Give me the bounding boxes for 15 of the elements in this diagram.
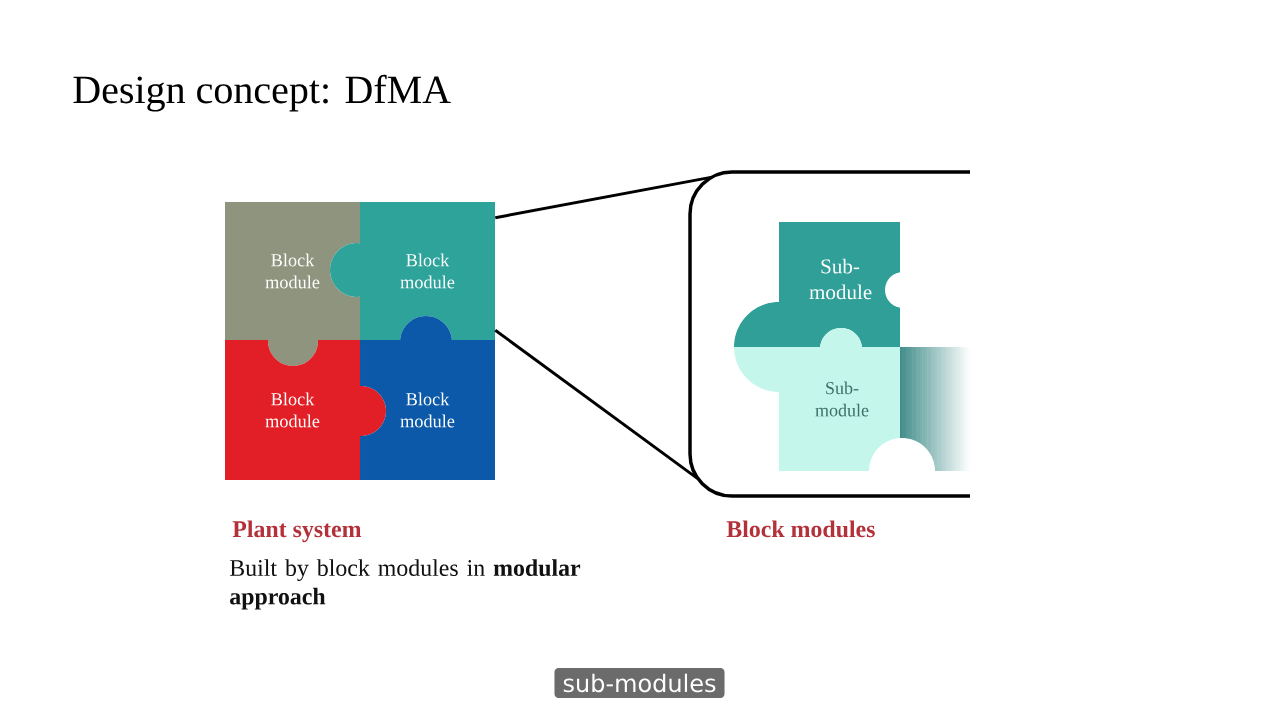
puzzle-piece: Block module xyxy=(225,202,360,366)
subtitle-box: sub-modules xyxy=(554,668,725,698)
puzzle-piece: Block module xyxy=(330,202,495,340)
zoom-line xyxy=(494,329,699,480)
puzzle-piece: Sub-module xyxy=(734,328,900,471)
zoom-line xyxy=(495,175,712,220)
section-heading: Block modules xyxy=(726,520,875,538)
puzzle-piece: Block module xyxy=(360,316,495,480)
slide-title: Design concept: DfMA xyxy=(73,74,451,112)
zoom-frame xyxy=(688,170,970,498)
puzzle-piece xyxy=(900,347,970,471)
puzzle-piece: Sub-module xyxy=(734,222,900,347)
section-heading: Plant system xyxy=(232,520,362,543)
puzzle-piece: Block module xyxy=(225,340,386,480)
description-text: Built by block modules in modular approach xyxy=(229,559,581,610)
